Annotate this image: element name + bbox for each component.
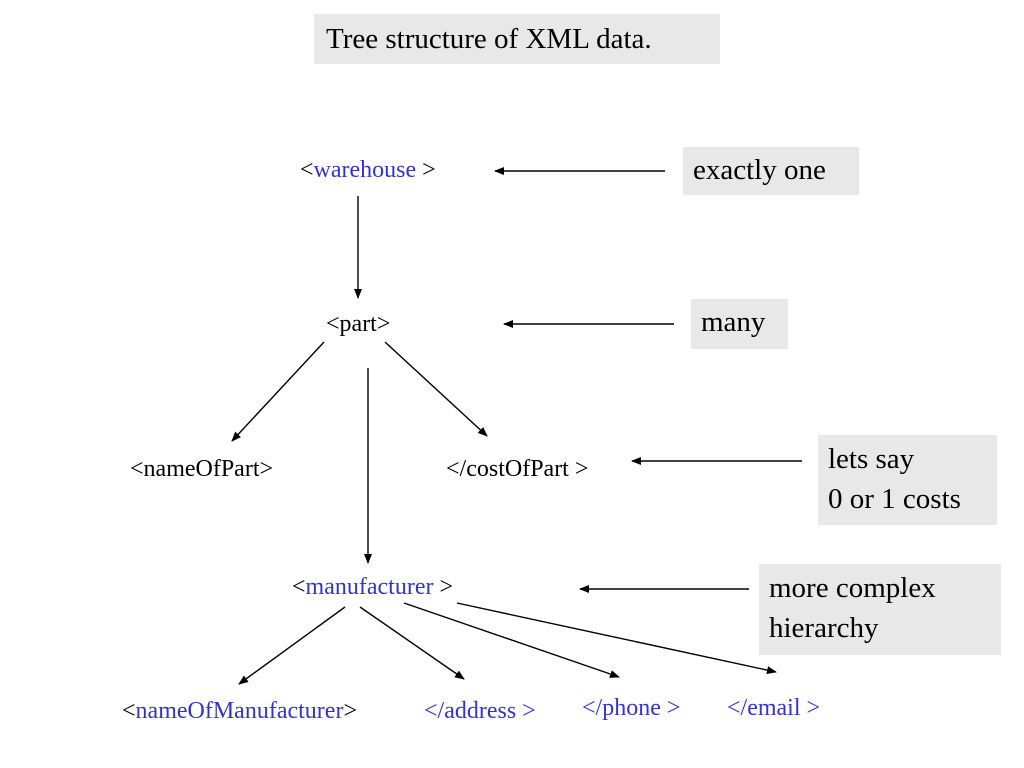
phone-text: </phone > — [582, 695, 681, 721]
note-complex-hierarchy: more complex hierarchy — [759, 564, 1001, 655]
warehouse-name: warehouse — [313, 157, 417, 183]
name-of-part-text: <nameOfPart> — [130, 456, 274, 482]
note-exactly-one-text: exactly one — [693, 154, 826, 186]
note-exactly-one: exactly one — [683, 147, 859, 195]
note-lets-say-line1: lets say — [828, 443, 915, 475]
edge-manufacturer-phone — [403, 602, 620, 678]
edge-part-cost-of-part — [384, 341, 488, 437]
note-complex-line2: hierarchy — [769, 612, 879, 644]
diagram-title: Tree structure of XML data. — [314, 14, 720, 64]
note-complex-line1: more complex — [769, 572, 936, 604]
email-text: </email > — [727, 695, 821, 721]
edge-manufacturer-email — [456, 602, 777, 675]
part-text: <part> — [326, 311, 391, 337]
node-warehouse: <warehouse > — [300, 156, 436, 184]
edge-part-name-of-part — [231, 341, 325, 442]
node-manufacturer: <manufacturer > — [292, 573, 453, 601]
edge-manufacturer-name-of-manufacturer — [238, 606, 346, 685]
manufacturer-name: manufacturer — [305, 574, 434, 600]
name-of-manufacturer-close-bracket: > — [343, 698, 357, 724]
note-many-text: many — [701, 306, 766, 338]
node-email: </email > — [727, 694, 820, 722]
note-lets-say: lets say 0 or 1 costs — [818, 435, 997, 525]
name-of-manufacturer-open-bracket: < — [122, 698, 136, 724]
manufacturer-open-bracket: < — [292, 574, 306, 600]
node-name-of-manufacturer: <nameOfManufacturer> — [122, 697, 357, 725]
node-name-of-part: <nameOfPart> — [130, 455, 273, 483]
name-of-manufacturer-name: nameOfManufacturer — [135, 698, 344, 724]
warehouse-close-bracket: > — [416, 157, 436, 183]
cost-of-part-text: </costOfPart > — [446, 456, 589, 482]
note-lets-say-line2: 0 or 1 costs — [828, 483, 961, 515]
address-text: </address > — [424, 698, 536, 724]
title-text: Tree structure of XML data. — [326, 23, 652, 55]
node-phone: </phone > — [582, 694, 680, 722]
node-cost-of-part: </costOfPart > — [446, 455, 588, 483]
node-address: </address > — [424, 697, 536, 725]
warehouse-open-bracket: < — [300, 157, 314, 183]
manufacturer-close-bracket: > — [433, 574, 454, 600]
node-part: <part> — [326, 310, 390, 338]
note-many: many — [691, 299, 788, 349]
edge-manufacturer-address — [359, 606, 465, 680]
